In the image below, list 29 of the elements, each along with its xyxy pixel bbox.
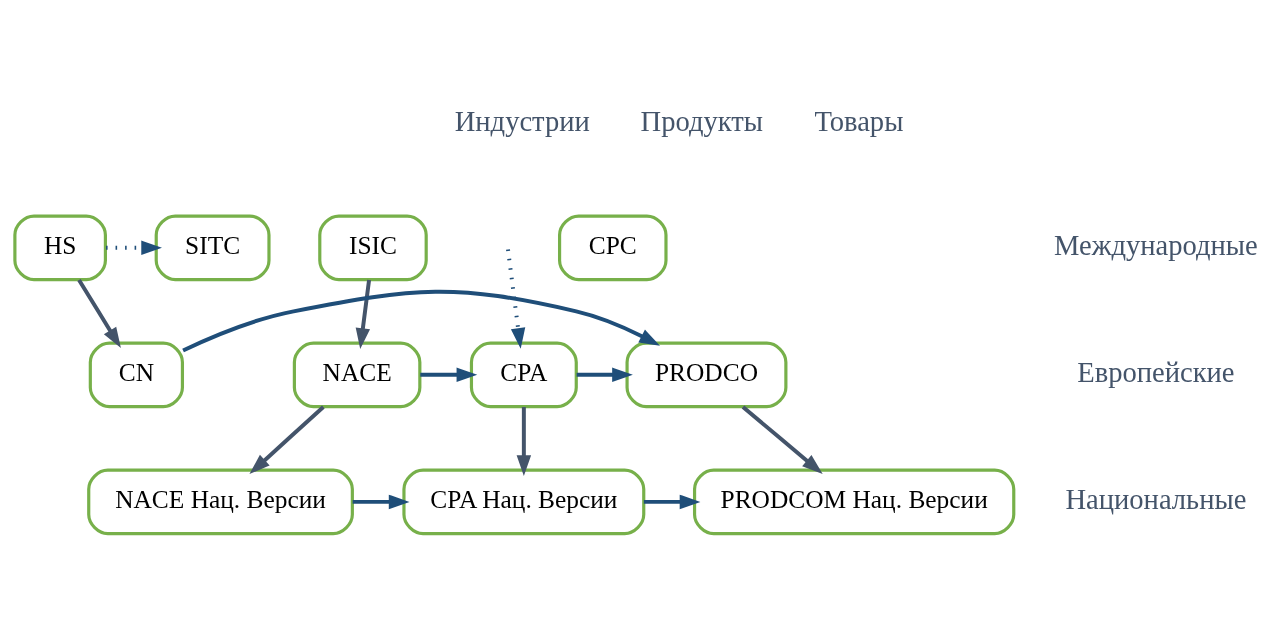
label: Продукты [640,105,763,137]
arrow [643,494,701,509]
label: Международные [1054,229,1258,261]
node-box: CPC [558,213,668,281]
node-box: CN [88,341,184,408]
label: Национальные [1065,483,1247,515]
arrow [355,279,372,349]
node-box: CPA [469,341,578,408]
arrow [249,405,325,474]
arrow [106,240,162,255]
arrow [352,494,410,509]
node-box: HS [13,213,107,281]
arrow [576,367,633,382]
arrow [506,248,526,349]
arrow [741,405,823,474]
arrow [516,406,532,476]
arrow [420,367,478,382]
node-box: CPA Нац. Версии [402,468,646,535]
label: Товары [814,105,904,137]
label: Индустрии [454,105,590,137]
node-box: ISIC [318,213,428,281]
node-box: NACE [292,341,422,408]
node-box: PRODCO [625,341,788,408]
node-box: NACE Нац. Версии [87,468,354,535]
node-box: PRODCOM Нац. Версии [693,468,1016,535]
arrow [182,289,660,352]
node-box: SITC [154,213,271,281]
arrow [77,278,121,348]
label: Европейские [1077,356,1235,388]
